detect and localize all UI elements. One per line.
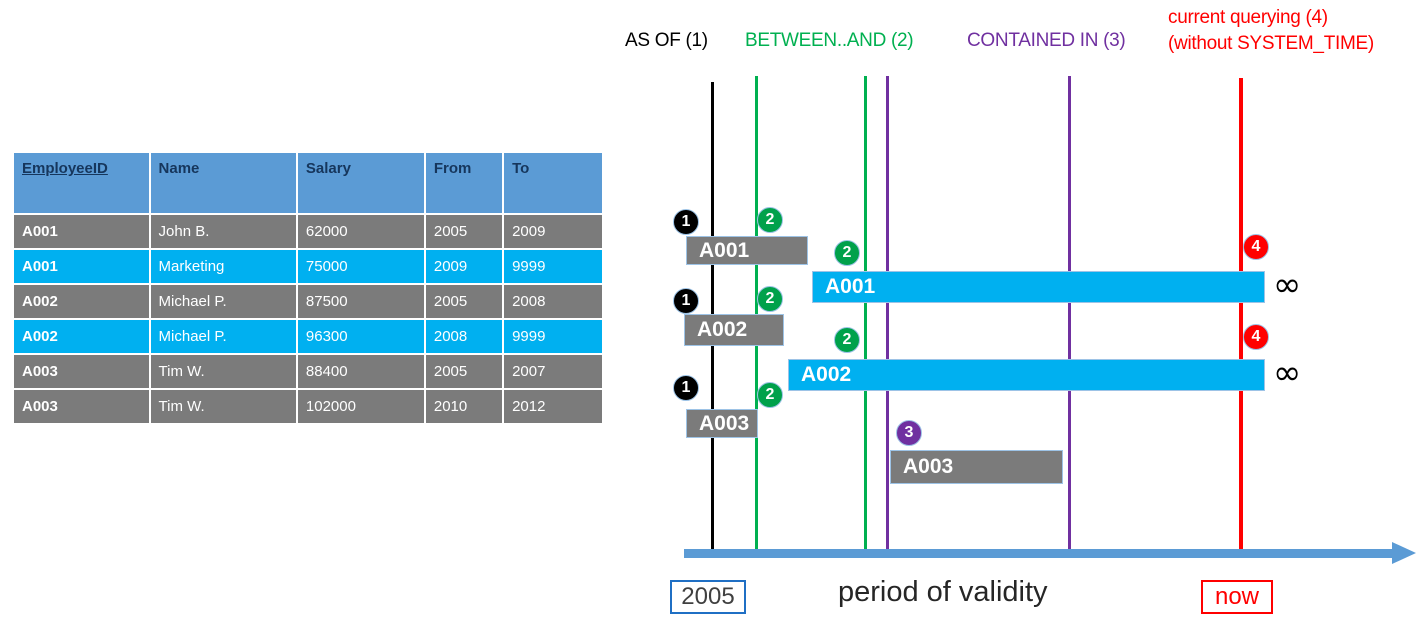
infinity-symbol-a001: ∞ [1273, 265, 1302, 305]
cell-to: 2012 [504, 390, 602, 423]
cell-salary: 62000 [297, 215, 424, 248]
timeline-bar-a002-historic: A002 [684, 314, 784, 346]
cell-employeeid: A001 [14, 215, 149, 248]
cell-salary: 75000 [297, 250, 424, 283]
table-row: A003 Tim W. 102000 2010 2012 [14, 390, 602, 423]
table-row: A001 Marketing 75000 2009 9999 [14, 250, 602, 283]
cell-name: Tim W. [150, 355, 296, 388]
cell-from: 2005 [425, 215, 503, 248]
cell-from: 2005 [425, 285, 503, 318]
cell-salary: 87500 [297, 285, 424, 318]
timeline-bar-a001-historic: A001 [686, 236, 808, 265]
timeline-bar-a003-historic-1: A003 [686, 409, 758, 438]
cell-employeeid: A003 [14, 355, 149, 388]
column-header-from: From [425, 153, 503, 213]
query-line-contained-start [886, 76, 889, 557]
cell-from: 2008 [425, 320, 503, 353]
badge-as-of-row3: 1 [673, 288, 699, 314]
column-header-salary: Salary [297, 153, 424, 213]
cell-salary: 96300 [297, 320, 424, 353]
cell-to: 2007 [504, 355, 602, 388]
cell-from: 2009 [425, 250, 503, 283]
badge-between-row5: 2 [757, 382, 783, 408]
cell-from: 2005 [425, 355, 503, 388]
query-line-between-end [864, 76, 867, 557]
timeline-bar-a003-historic-2: A003 [890, 450, 1063, 484]
axis-title: period of validity [838, 576, 1048, 608]
cell-name: Michael P. [150, 285, 296, 318]
table-row: A002 Michael P. 87500 2005 2008 [14, 285, 602, 318]
column-header-employeeid: EmployeeID [14, 153, 149, 213]
legend-current-querying: current querying (4) (without SYSTEM_TIM… [1168, 5, 1374, 57]
timeline-axis [684, 549, 1394, 558]
cell-employeeid: A002 [14, 320, 149, 353]
axis-now-label: now [1201, 580, 1273, 614]
cell-employeeid: A002 [14, 285, 149, 318]
column-header-to: To [504, 153, 602, 213]
cell-name: John B. [150, 215, 296, 248]
axis-start-label: 2005 [670, 580, 746, 614]
badge-as-of-row5: 1 [673, 375, 699, 401]
employee-history-table: EmployeeID Name Salary From To A001 John… [12, 151, 604, 425]
cell-name: Tim W. [150, 390, 296, 423]
cell-from: 2010 [425, 390, 503, 423]
table-row: A002 Michael P. 96300 2008 9999 [14, 320, 602, 353]
badge-between-row4: 2 [834, 327, 860, 353]
table-row: A001 John B. 62000 2005 2009 [14, 215, 602, 248]
cell-salary: 102000 [297, 390, 424, 423]
table-header-row: EmployeeID Name Salary From To [14, 153, 602, 213]
legend-between-and: BETWEEN..AND (2) [745, 30, 914, 51]
cell-to: 2009 [504, 215, 602, 248]
legend-current-line2: (without SYSTEM_TIME) [1168, 33, 1374, 54]
query-line-contained-end [1068, 76, 1071, 557]
legend-as-of: AS OF (1) [625, 30, 708, 51]
cell-employeeid: A001 [14, 250, 149, 283]
cell-to: 2008 [504, 285, 602, 318]
legend-current-line1: current querying (4) [1168, 7, 1328, 28]
cell-to: 9999 [504, 250, 602, 283]
badge-between-row1: 2 [757, 207, 783, 233]
legend-contained-in: CONTAINED IN (3) [967, 30, 1126, 51]
table-row: A003 Tim W. 88400 2005 2007 [14, 355, 602, 388]
cell-name: Michael P. [150, 320, 296, 353]
cell-employeeid: A003 [14, 390, 149, 423]
badge-between-row2: 2 [834, 240, 860, 266]
badge-between-row3: 2 [757, 286, 783, 312]
timeline-bar-a002-current: A002 [788, 359, 1265, 391]
timeline-bar-a001-current: A001 [812, 271, 1265, 303]
query-line-now [1239, 78, 1243, 557]
badge-contained-in-row6: 3 [896, 420, 922, 446]
timeline-axis-arrow-icon [1392, 542, 1416, 564]
infinity-symbol-a002: ∞ [1273, 353, 1302, 393]
badge-now-row2: 4 [1243, 234, 1269, 260]
cell-name: Marketing [150, 250, 296, 283]
cell-salary: 88400 [297, 355, 424, 388]
column-header-name: Name [150, 153, 296, 213]
badge-as-of-row1: 1 [673, 209, 699, 235]
badge-now-row4: 4 [1243, 324, 1269, 350]
cell-to: 9999 [504, 320, 602, 353]
